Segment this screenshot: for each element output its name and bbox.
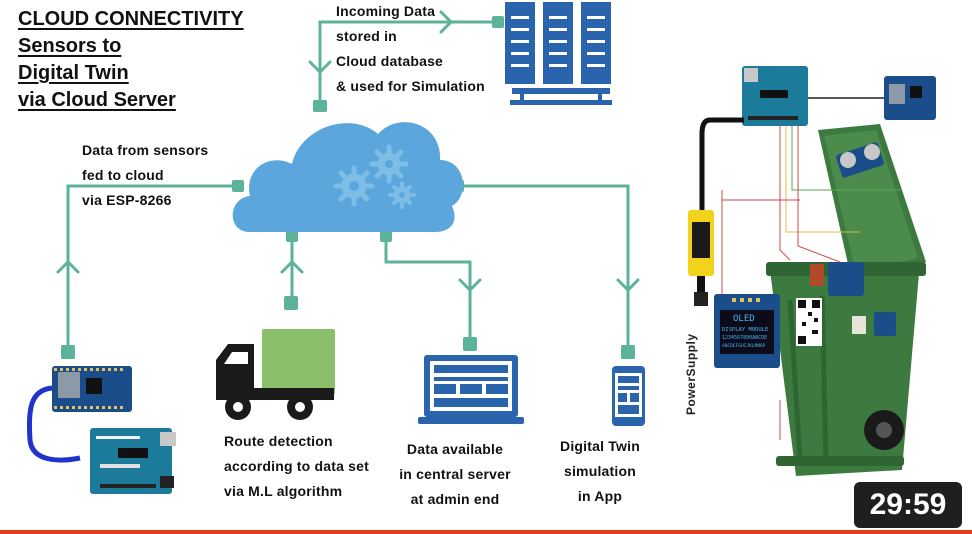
- esp8266-board-icon: [884, 76, 936, 120]
- central-server-label: Data available in central server at admi…: [399, 441, 511, 507]
- smartphone-icon: [612, 366, 645, 426]
- arrow-icon: [56, 259, 80, 274]
- title-line-2: Sensors to: [18, 35, 122, 57]
- wires: [721, 126, 900, 440]
- connector-lines: [66, 20, 630, 350]
- arduino-board-icon: [90, 428, 176, 494]
- server-rack-icon: [505, 2, 612, 105]
- connector-cloud-to-server: [384, 236, 472, 343]
- arrow-icon: [458, 278, 482, 293]
- monitor-icon: [418, 355, 524, 424]
- oled-display-icon: OLED DISPLAY MODULE 1234567890ABCDE ABCD…: [714, 294, 780, 368]
- progress-bar: [0, 530, 972, 534]
- arrow-icon: [616, 278, 640, 293]
- route-detection-label: Route detection according to data set vi…: [224, 433, 370, 499]
- title-line-1: CLOUD CONNECTIVITY: [18, 8, 244, 30]
- diagram-title: CLOUD CONNECTIVITY Sensors to Digital Tw…: [18, 6, 244, 114]
- connector-cloud-to-database: [318, 20, 495, 104]
- oled-line-4: ABCDEFGHIJKLMNOP: [722, 343, 766, 349]
- title-line-3: Digital Twin: [18, 62, 129, 84]
- power-supply-label: PowerSupply: [684, 333, 698, 415]
- oled-line-1: OLED: [733, 314, 755, 324]
- usb-cable: [26, 385, 81, 463]
- truck-icon: [216, 329, 335, 420]
- gear-icon: [388, 181, 416, 209]
- video-duration-badge: 29:59: [854, 482, 962, 528]
- connector-nubs: [61, 16, 635, 359]
- esp8266-board-icon: [52, 366, 132, 412]
- gear-icon: [333, 165, 375, 207]
- sensors-label: Data from sensors fed to cloud via ESP-8…: [82, 142, 209, 208]
- connector-sensors-to-cloud: [66, 184, 236, 350]
- cloud-icon: [232, 122, 464, 232]
- connector-cloud-to-app: [460, 184, 630, 350]
- gear-icon: [369, 144, 409, 184]
- incoming-data-label: Incoming Data stored in Cloud database &…: [336, 3, 485, 94]
- oled-line-2: DISPLAY MODULE: [722, 327, 768, 333]
- smart-bin-icon: [766, 124, 926, 476]
- arduino-board-icon: [742, 66, 808, 126]
- title-line-4: via Cloud Server: [18, 89, 176, 111]
- arrow-heads: [56, 10, 640, 293]
- arrow-icon: [439, 10, 454, 34]
- arrow-icon: [280, 259, 304, 274]
- digital-twin-label: Digital Twin simulation in App: [560, 438, 640, 504]
- oled-line-3: 1234567890ABCDE: [722, 335, 767, 341]
- arrow-icon: [308, 60, 332, 75]
- power-adapter: [688, 210, 714, 306]
- power-cable: [699, 117, 744, 212]
